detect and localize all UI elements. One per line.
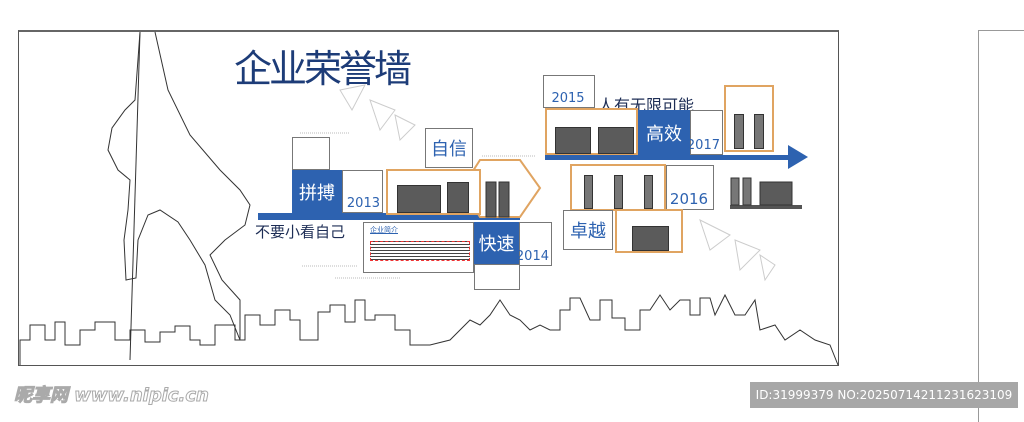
label-pinbo: 拼搏 <box>292 170 342 213</box>
intro-box: 企业简介 <box>363 222 474 273</box>
divider <box>978 30 1024 31</box>
intro-text-lines <box>370 241 470 261</box>
photo-frame <box>474 264 520 290</box>
climber-silhouette <box>107 31 251 361</box>
watermark-site: 昵享网 www.nipic.cn <box>14 385 210 407</box>
timeline-arrow-upper <box>545 145 808 169</box>
photo-frame-orange <box>545 108 638 155</box>
year-2014: 2014 <box>516 222 552 266</box>
photo-frame-orange <box>615 209 683 253</box>
decor-triangles <box>339 84 776 282</box>
photo-frame <box>292 137 330 170</box>
hatch-lines <box>300 132 535 279</box>
label-gaoxiao: 高效 <box>638 110 690 155</box>
year-2013: 2013 <box>342 170 383 213</box>
year-2017: 2017 <box>687 110 723 155</box>
label-zhuoyue: 卓越 <box>563 210 613 250</box>
divider <box>978 30 979 422</box>
photo-frame-orange <box>570 164 666 211</box>
wall-canvas <box>18 30 839 366</box>
photo-bar <box>485 181 497 218</box>
label-kuaisu: 快速 <box>474 222 519 264</box>
year-2016: 2016 <box>666 165 714 210</box>
page-title: 企业荣誉墙 <box>234 47 412 91</box>
intro-title: 企业简介 <box>370 226 398 234</box>
watermark-id: ID:31999379 NO:20250714211231623109 <box>750 382 1018 408</box>
photo-bar <box>498 181 510 218</box>
photo-frame-orange <box>386 169 481 215</box>
city-skyline <box>19 293 839 366</box>
year-2015: 2015 <box>543 75 595 108</box>
display-base <box>730 205 802 209</box>
slogan-left: 不要小看自己 <box>255 223 346 241</box>
label-zixin: 自信 <box>425 128 473 168</box>
photo-frame-orange <box>724 85 774 152</box>
